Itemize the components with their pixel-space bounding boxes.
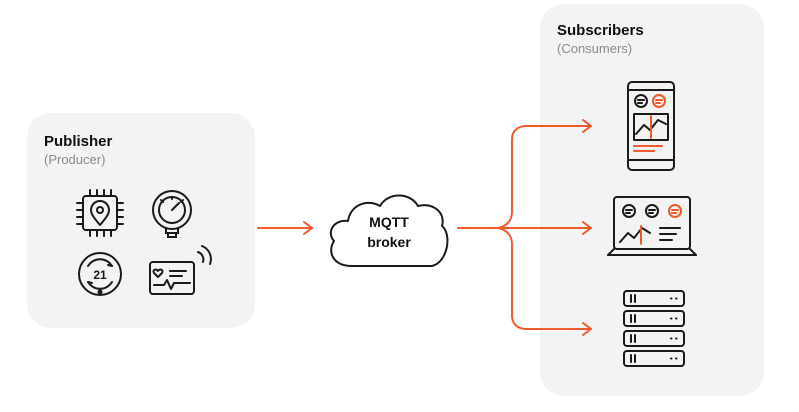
thermostat-value: 21	[93, 268, 107, 282]
phone-dashboard-icon	[627, 81, 675, 171]
broker-label-line1: MQTT	[369, 214, 409, 230]
heart-monitor-icon	[149, 245, 212, 295]
laptop-dashboard-icon	[607, 196, 697, 256]
subscribers-title: Subscribers	[557, 22, 644, 39]
publisher-title: Publisher	[44, 133, 113, 150]
pressure-gauge-icon	[152, 190, 192, 238]
broker-cloud	[329, 194, 449, 267]
thermostat-icon: 21	[78, 252, 122, 296]
publisher-subtitle: (Producer)	[44, 152, 106, 167]
publish-arrow	[257, 221, 313, 235]
chip-location-icon	[76, 189, 124, 237]
publisher-panel	[27, 113, 255, 328]
server-stack-icon	[623, 290, 685, 367]
broker-label-line2: broker	[367, 234, 411, 250]
subscribe-arrows	[457, 119, 592, 336]
subscribers-subtitle: (Consumers)	[557, 41, 633, 56]
